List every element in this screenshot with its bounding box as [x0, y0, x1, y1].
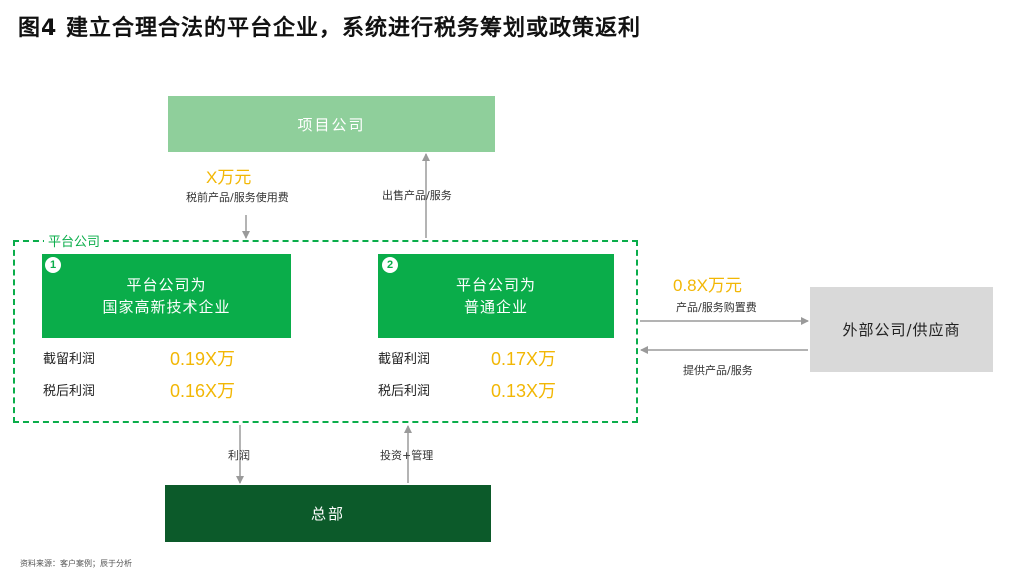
headquarters-label: 总部: [310, 505, 345, 523]
source-note: 资料来源：客户案例；辰于分析: [20, 559, 132, 568]
after-tax-profit-label-1: 税后利润: [43, 384, 96, 399]
page-title: 图4 建立合理合法的平台企业，系统进行税务筹划或政策返利: [18, 16, 641, 41]
enterprise-ordinary-line2: 普通企业: [463, 298, 528, 316]
investment-label: 投资+管理: [380, 449, 434, 462]
purchase-amount: 0.8X万元: [673, 276, 742, 295]
headquarters-box: 总部: [165, 485, 491, 542]
project-company-label: 项目公司: [297, 115, 366, 134]
supplier-box: 外部公司/供应商: [810, 287, 993, 372]
badge-2: 2: [382, 257, 398, 273]
enterprise-high-tech-box: 平台公司为 国家高新技术企业: [42, 254, 291, 338]
sell-label: 出售产品/服务: [382, 189, 452, 202]
enterprise-high-tech-line2: 国家高新技术企业: [102, 298, 231, 316]
fee-label: 税前产品/服务使用费: [186, 191, 289, 204]
enterprise-ordinary-box: 平台公司为 普通企业: [378, 254, 614, 338]
retained-profit-label-1: 截留利润: [43, 352, 96, 367]
retained-profit-label-2: 截留利润: [378, 352, 431, 367]
fee-amount: X万元: [206, 168, 252, 187]
retained-profit-value-2: 0.17X万: [491, 349, 557, 369]
supplier-label: 外部公司/供应商: [842, 321, 961, 339]
after-tax-profit-value-2: 0.13X万: [491, 381, 557, 401]
after-tax-profit-value-1: 0.16X万: [170, 381, 236, 401]
after-tax-profit-label-2: 税后利润: [378, 384, 431, 399]
badge-1: 1: [45, 257, 61, 273]
project-company-box: 项目公司: [168, 96, 495, 152]
profit-label: 利润: [228, 449, 250, 462]
enterprise-ordinary-line1: 平台公司为: [455, 276, 536, 294]
platform-company-boundary: [13, 240, 638, 423]
retained-profit-value-1: 0.19X万: [170, 349, 236, 369]
platform-company-label: 平台公司: [44, 231, 105, 250]
enterprise-high-tech-line1: 平台公司为: [126, 276, 207, 294]
provide-label: 提供产品/服务: [683, 364, 753, 377]
purchase-label: 产品/服务购置费: [676, 301, 757, 314]
